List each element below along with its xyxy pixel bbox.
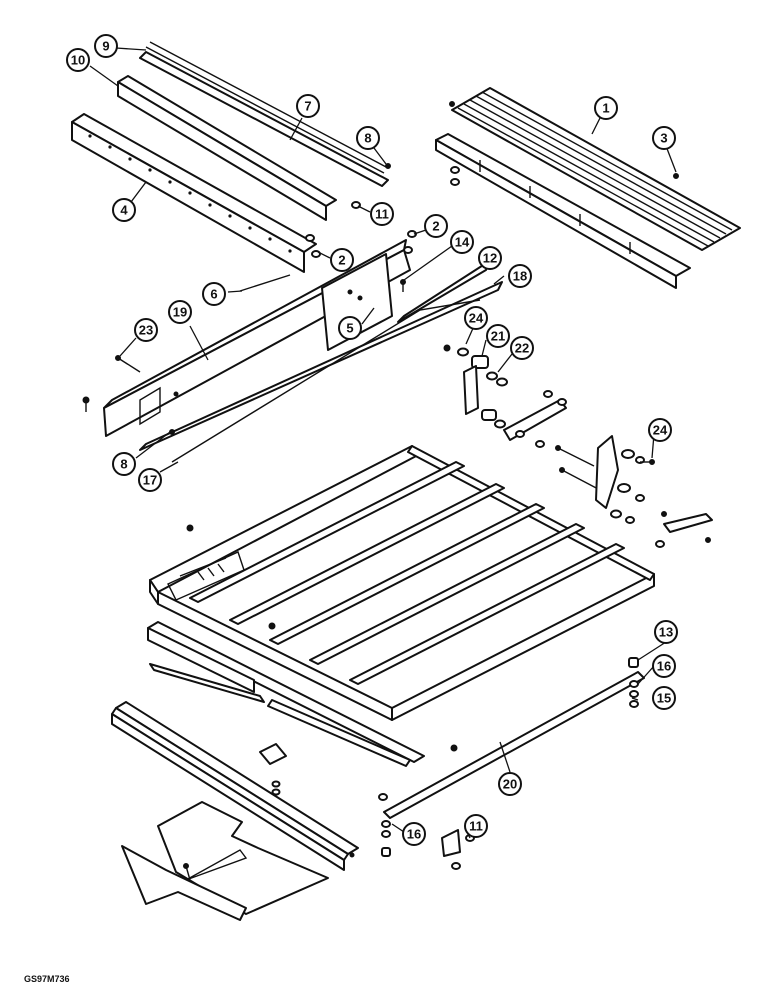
svg-text:24: 24	[469, 311, 484, 326]
callout-1: 1	[594, 96, 618, 120]
svg-text:17: 17	[143, 473, 157, 488]
svg-text:16: 16	[657, 659, 671, 674]
svg-text:11: 11	[375, 207, 389, 222]
linkage-assembly	[443, 344, 713, 548]
angle-rail-lower	[111, 701, 359, 871]
callout-8-bottom: 8	[112, 452, 136, 476]
svg-text:10: 10	[71, 53, 85, 68]
svg-text:24: 24	[653, 423, 668, 438]
cover-plate-lower	[147, 621, 425, 767]
plate-part-10	[117, 75, 337, 221]
callout-2-right: 2	[424, 214, 448, 238]
callout-22: 22	[510, 336, 534, 360]
svg-text:23: 23	[139, 323, 153, 338]
svg-text:9: 9	[102, 39, 109, 54]
svg-text:19: 19	[173, 305, 187, 320]
drawing-code: GS97M736	[24, 974, 70, 984]
callout-24-right: 24	[648, 418, 672, 442]
leader-lines	[89, 47, 677, 839]
svg-text:14: 14	[455, 235, 470, 250]
callout-2-left: 2	[330, 248, 354, 272]
callout-20: 20	[498, 772, 522, 796]
svg-text:5: 5	[346, 321, 353, 336]
callout-11-bottom: 11	[464, 814, 488, 838]
channel-part-4	[71, 113, 317, 273]
callout-15: 15	[652, 686, 676, 710]
callout-23: 23	[134, 318, 158, 342]
shield-plates-bottom	[121, 801, 329, 921]
loose-bolts-left	[82, 355, 175, 435]
svg-text:13: 13	[659, 625, 673, 640]
callout-14: 14	[450, 230, 474, 254]
svg-text:8: 8	[120, 457, 127, 472]
hardware-top	[239, 163, 417, 309]
svg-text:7: 7	[304, 99, 311, 114]
svg-text:2: 2	[338, 253, 345, 268]
svg-text:21: 21	[491, 329, 505, 344]
callout-7: 7	[296, 94, 320, 118]
callout-4: 4	[112, 198, 136, 222]
svg-text:12: 12	[483, 251, 497, 266]
hardware-rod-20	[381, 657, 639, 870]
callout-21: 21	[486, 324, 510, 348]
callout-6: 6	[202, 282, 226, 306]
strip-part-7	[139, 51, 389, 187]
svg-text:4: 4	[120, 203, 128, 218]
svg-text:1: 1	[602, 101, 609, 116]
callout-3: 3	[652, 126, 676, 150]
svg-text:2: 2	[432, 219, 439, 234]
callout-11-top: 11	[370, 202, 394, 226]
callout-16-bottom: 16	[402, 822, 426, 846]
callout-17: 17	[138, 468, 162, 492]
svg-text:22: 22	[515, 341, 529, 356]
grate-part-1	[449, 87, 741, 251]
small-bracket-center	[259, 743, 287, 796]
svg-text:11: 11	[469, 819, 483, 834]
svg-text:20: 20	[503, 777, 517, 792]
svg-text:16: 16	[407, 827, 421, 842]
svg-text:18: 18	[513, 269, 527, 284]
callout-19: 19	[168, 300, 192, 324]
plate-part-under-1	[435, 133, 691, 289]
callout-12: 12	[478, 246, 502, 270]
callout-24-left: 24	[464, 306, 488, 330]
svg-text:8: 8	[364, 131, 371, 146]
main-frame	[149, 445, 655, 721]
svg-text:3: 3	[660, 131, 667, 146]
callout-9: 9	[94, 34, 118, 58]
callout-5: 5	[338, 316, 362, 340]
svg-text:6: 6	[210, 287, 217, 302]
hardware-right	[450, 166, 460, 186]
callout-10: 10	[66, 48, 90, 72]
svg-text:15: 15	[657, 691, 671, 706]
rod-part-9	[145, 41, 389, 174]
callout-8-top: 8	[356, 126, 380, 150]
callout-13: 13	[654, 620, 678, 644]
callout-16-right: 16	[652, 654, 676, 678]
callout-18: 18	[508, 264, 532, 288]
